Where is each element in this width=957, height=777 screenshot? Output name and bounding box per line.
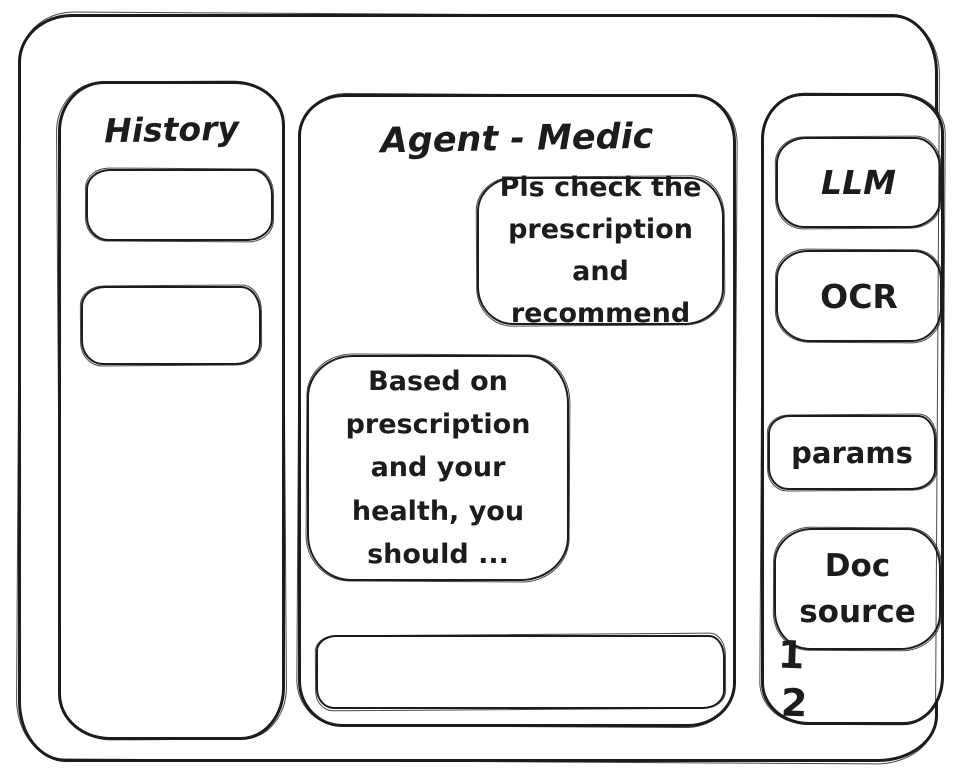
agent-message-bubble: Based on prescription and your health, y… [307, 355, 569, 581]
app-window: History Agent - Medic Pls check the pres… [18, 14, 944, 762]
user-message-bubble: Pls check the prescription and recommend [477, 172, 724, 329]
doc-source-button[interactable]: Doc source [774, 528, 941, 650]
history-sidebar: History [58, 81, 285, 740]
llm-button[interactable]: LLM [776, 137, 941, 228]
tools-sidebar: LLM OCR params Doc source 1 2 [761, 93, 944, 725]
chat-title: Agent - Medic [380, 116, 654, 162]
chat-panel: Agent - Medic Pls check the prescription… [298, 94, 736, 727]
message-input[interactable] [316, 635, 725, 709]
ocr-button[interactable]: OCR [776, 250, 942, 342]
footnote-1: 1 [777, 632, 806, 678]
params-button[interactable]: params [768, 415, 936, 490]
history-item[interactable] [81, 286, 261, 365]
history-title: History [103, 108, 240, 151]
footnote-2: 2 [780, 680, 809, 726]
history-item[interactable] [86, 169, 273, 241]
